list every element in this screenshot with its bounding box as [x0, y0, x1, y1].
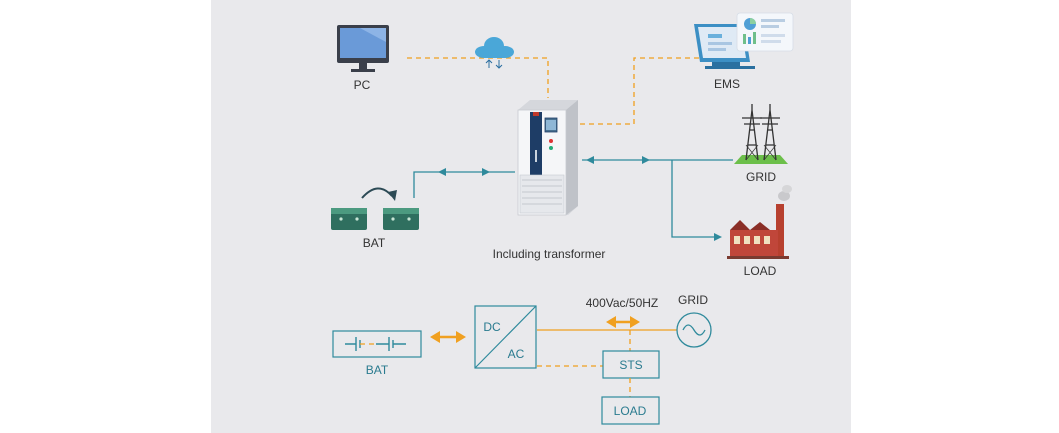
ems-label: EMS	[714, 77, 740, 91]
ac-label: AC	[508, 347, 525, 361]
battery-icon	[331, 208, 419, 230]
grid-label-bottom: GRID	[678, 293, 708, 307]
curved-arrow-head-icon	[388, 190, 397, 201]
grid-label-top: GRID	[746, 170, 776, 184]
battery-symbol-icon	[345, 337, 406, 351]
double-arrow-icon	[606, 316, 640, 328]
load-box	[601, 396, 660, 425]
arrow-right-icon	[482, 168, 490, 176]
converter-diagonal	[474, 305, 537, 369]
curved-arrow-icon	[361, 187, 393, 199]
sts-box	[602, 350, 660, 379]
dc-ac-converter-box	[474, 305, 537, 369]
arrow-right-icon	[642, 156, 650, 164]
load-label-bottom: LOAD	[614, 404, 647, 418]
arrow-right-icon	[714, 233, 722, 241]
load-label-top: LOAD	[744, 264, 777, 278]
sine-wave-icon	[682, 324, 706, 336]
pcs-cabinet-icon	[517, 100, 578, 216]
ems-link	[580, 57, 700, 125]
bat-label-bottom: BAT	[366, 363, 389, 377]
battery-symbol-box	[332, 330, 422, 358]
transformer-label: Including transformer	[493, 247, 606, 261]
ems-icon	[694, 12, 794, 69]
grid-tower-icon	[734, 104, 788, 164]
arrow-left-icon	[586, 156, 594, 164]
factory-icon	[727, 185, 792, 259]
pc-icon	[337, 25, 389, 72]
arrow-left-icon	[438, 168, 446, 176]
bat-cabinet-link	[413, 171, 515, 198]
ac-source-icon	[676, 312, 712, 348]
cloud-icon	[475, 37, 514, 69]
sts-label: STS	[619, 358, 642, 372]
dc-label: DC	[483, 320, 501, 334]
double-arrow-icon	[430, 331, 466, 343]
pc-label: PC	[354, 78, 371, 92]
load-link	[671, 160, 716, 238]
pc-cloud-link	[407, 57, 549, 98]
diagram-panel	[211, 0, 851, 433]
voltage-label: 400Vac/50HZ	[586, 296, 659, 310]
bat-label-top: BAT	[363, 236, 386, 250]
